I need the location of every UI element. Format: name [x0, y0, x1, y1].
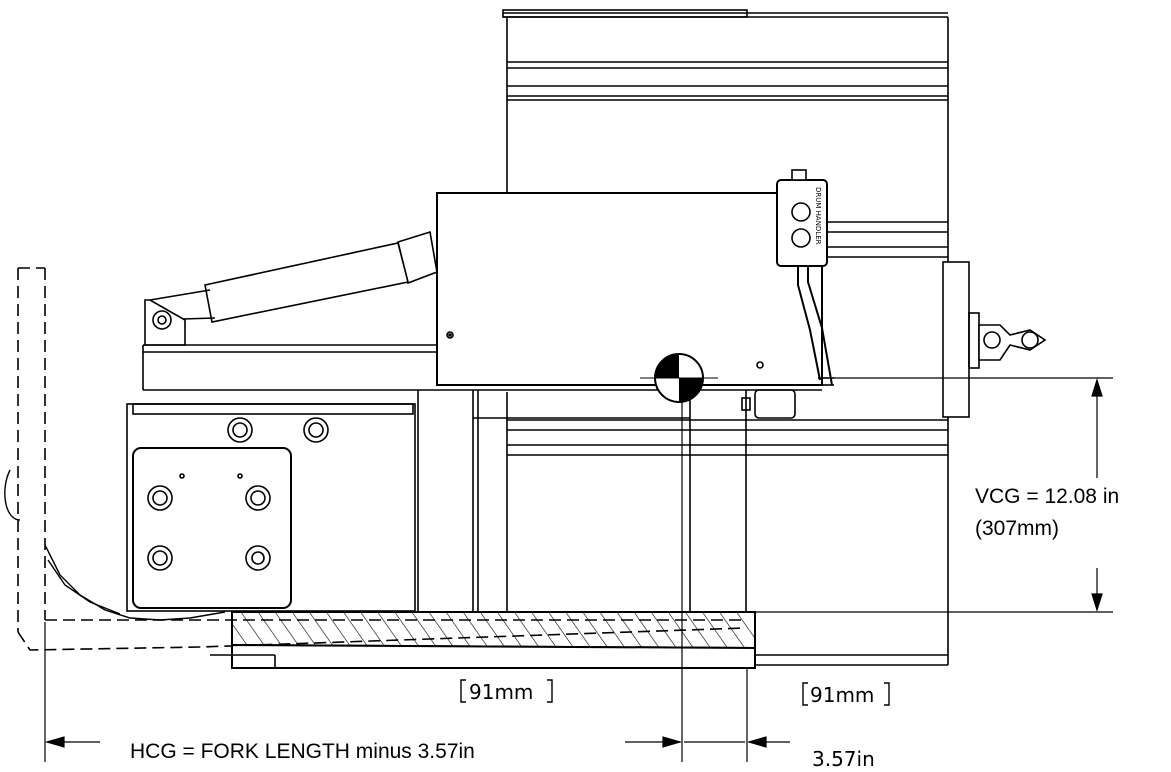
rear-plate	[942, 261, 1047, 418]
battery-box	[126, 403, 416, 612]
hydraulic-cylinder	[144, 230, 438, 346]
fork-pocket	[210, 611, 756, 669]
vcg-label: VCG = 12.08 in	[975, 485, 1119, 508]
hcg-label: HCG = FORK LENGTH minus 3.57in	[130, 740, 475, 763]
dim-right-inch: 3.57in	[812, 747, 875, 771]
dimension-brackets	[460, 679, 890, 706]
dim-left-mm: 91mm	[469, 680, 533, 704]
upper-housing-plate	[436, 192, 823, 386]
vcg-mm-label: (307mm)	[975, 517, 1059, 540]
chain	[4, 469, 226, 621]
hcg-dimension	[44, 400, 790, 762]
control-box-brand: DRUM HANDLER	[814, 187, 822, 245]
control-box	[776, 169, 834, 386]
center-of-gravity-marker	[640, 353, 718, 403]
frame-rails	[142, 344, 822, 612]
vcg-dimension	[755, 377, 1113, 613]
dim-right-mm: 91mm	[810, 683, 874, 707]
drum	[502, 9, 949, 666]
